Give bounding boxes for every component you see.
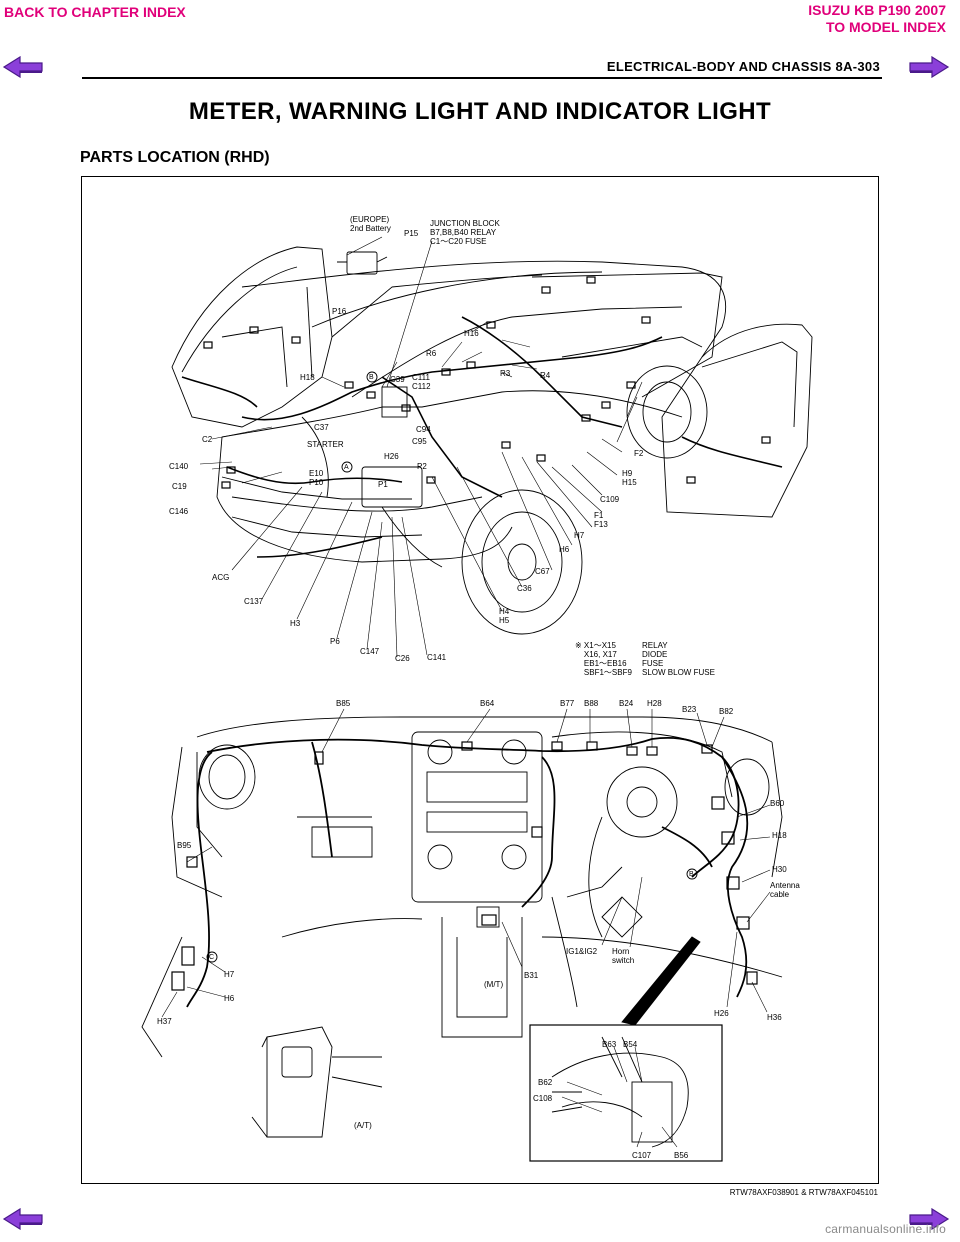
callout-mt: (M/T)	[484, 980, 504, 989]
callout-b56: B56	[674, 1151, 689, 1160]
wiring-diagram-drawing	[141, 236, 813, 1162]
callout-b31: B31	[524, 971, 539, 980]
callout-p1: P1	[378, 480, 388, 489]
callout-c140: C140	[169, 462, 189, 471]
previous-page-arrow-bottom-icon[interactable]	[2, 1208, 44, 1230]
callout-b62: B62	[538, 1078, 553, 1087]
callout-starter: STARTER	[307, 440, 344, 449]
callout-h18-lower: H18	[772, 831, 787, 840]
marker-c-lower: C	[209, 954, 215, 961]
figure-reference-id: RTW78AXF038901 & RTW78AXF045101	[729, 1188, 878, 1197]
callout-b54: B54	[623, 1040, 638, 1049]
model-index-link[interactable]: ISUZU KB P190 2007 TO MODEL INDEX	[808, 2, 946, 36]
callout-c95: C95	[412, 437, 427, 446]
marker-b-upper: B	[369, 374, 374, 381]
callout-p15: P15	[404, 229, 419, 238]
marker-b-lower: B	[689, 871, 694, 878]
callout-c146: C146	[169, 507, 189, 516]
callout-c67: C67	[535, 567, 550, 576]
callout-h6-upper: H6	[559, 545, 570, 554]
callout-c147: C147	[360, 647, 380, 656]
parts-location-figure: (EUROPE) 2nd Battery P15 JUNCTION BLOCK …	[81, 176, 879, 1184]
callout-r3: R3	[500, 369, 511, 378]
callout-h30: H30	[772, 865, 787, 874]
callout-ig1-ig2: IG1&IG2	[566, 947, 598, 956]
callout-c39: C39	[390, 375, 405, 384]
callout-f1-f13: F1 F13	[594, 511, 608, 529]
callout-c111-c112: C111 C112	[412, 373, 431, 391]
callout-h26-lower: H26	[714, 1009, 729, 1018]
callout-c94: C94	[416, 425, 431, 434]
page-title: METER, WARNING LIGHT AND INDICATOR LIGHT	[188, 98, 772, 125]
callout-h36: H36	[767, 1013, 782, 1022]
callout-b88: B88	[584, 699, 599, 708]
model-index-label: TO MODEL INDEX	[825, 19, 946, 35]
callout-c108: C108	[533, 1094, 553, 1103]
callout-2nd-battery: (EUROPE) 2nd Battery	[350, 215, 391, 233]
legend-codes: ※ X1～X15 X16, X17 EB1～EB16 SBF1～SBF9	[575, 641, 632, 677]
callout-h37: H37	[157, 1017, 172, 1026]
callout-c107: C107	[632, 1151, 652, 1160]
callout-b85: B85	[336, 699, 351, 708]
callout-r6: R6	[426, 349, 437, 358]
callout-h18-upper: H18	[300, 373, 315, 382]
callout-h26-upper: H26	[384, 452, 399, 461]
callout-f2: F2	[634, 449, 644, 458]
back-to-chapter-index-link[interactable]: BACK TO CHAPTER INDEX	[4, 4, 186, 20]
callout-horn-switch: Horn switch	[612, 947, 635, 965]
legend-descriptions: RELAY DIODE FUSE SLOW BLOW FUSE	[642, 641, 715, 677]
callout-c36: C36	[517, 584, 532, 593]
callout-b95: B95	[177, 841, 192, 850]
site-watermark: carmanualsonline.info	[825, 1222, 946, 1236]
callout-h28: H28	[647, 699, 662, 708]
callout-h7-upper: H7	[574, 531, 585, 540]
callout-c141: C141	[427, 653, 447, 662]
next-page-arrow-icon[interactable]	[908, 56, 950, 78]
callout-h4-h5: H4 H5	[499, 607, 510, 625]
callout-junction-block: JUNCTION BLOCK B7,B8,B40 RELAY C1～C20 FU…	[430, 219, 500, 246]
next-page-arrow-bottom-icon[interactable]	[908, 1208, 950, 1230]
section-header: ELECTRICAL-BODY AND CHASSIS 8A-303	[606, 59, 880, 74]
callout-e10-p10: E10 P10	[309, 469, 324, 487]
callout-h3: H3	[290, 619, 301, 628]
callout-h7-lower: H7	[224, 970, 235, 979]
section-subtitle: PARTS LOCATION (RHD)	[80, 149, 270, 166]
callout-b60: B60	[770, 799, 785, 808]
callout-p6: P6	[330, 637, 340, 646]
callout-c19: C19	[172, 482, 187, 491]
callout-acg: ACG	[212, 573, 230, 582]
callout-b64: B64	[480, 699, 495, 708]
callout-antenna-cable: Antenna cable	[770, 881, 800, 899]
callout-b23: B23	[682, 705, 697, 714]
callout-b24: B24	[619, 699, 634, 708]
callout-r4: R4	[540, 371, 551, 380]
callout-h16: H16	[464, 329, 479, 338]
callout-p16: P16	[332, 307, 347, 316]
callout-c37: C37	[314, 423, 329, 432]
header-divider	[82, 77, 882, 79]
callout-p2: P2	[417, 462, 427, 471]
model-name: ISUZU KB P190 2007	[808, 2, 946, 18]
previous-page-arrow-icon[interactable]	[2, 56, 44, 78]
callout-c26: C26	[395, 654, 410, 663]
marker-a-upper: A	[344, 464, 349, 471]
callout-h9-h15: H9 H15	[622, 469, 637, 487]
callout-c2: C2	[202, 435, 213, 444]
callout-c109: C109	[600, 495, 620, 504]
callout-b77: B77	[560, 699, 575, 708]
callout-c137: C137	[244, 597, 264, 606]
callout-b63: B63	[602, 1040, 617, 1049]
callout-b82: B82	[719, 707, 734, 716]
callout-h6-lower: H6	[224, 994, 235, 1003]
callout-at: (A/T)	[354, 1121, 372, 1130]
